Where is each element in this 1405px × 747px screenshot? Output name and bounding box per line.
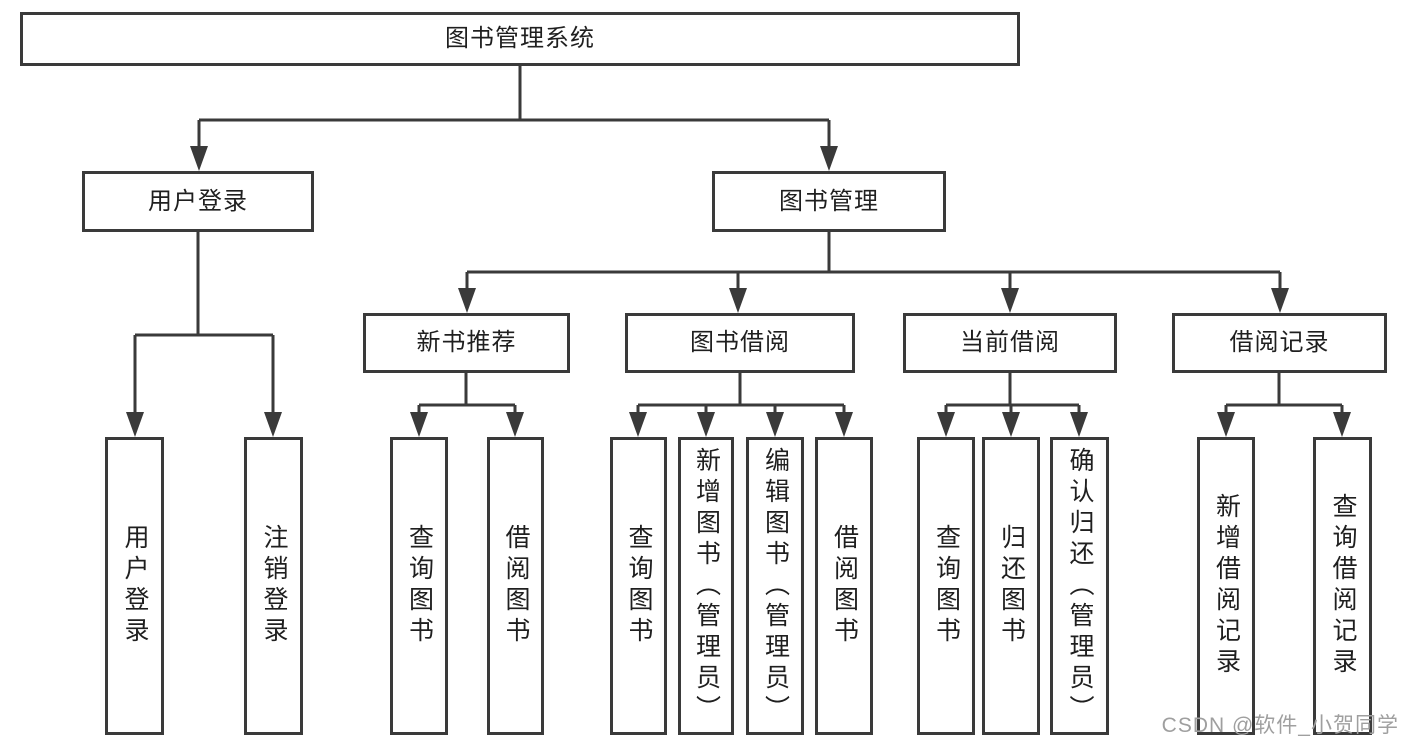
leaf-label: 借阅图书: [502, 524, 530, 648]
arrowhead-icon: [1333, 412, 1351, 437]
leaf-label: 新增借阅记录: [1212, 493, 1241, 679]
arrowhead-icon: [410, 412, 428, 437]
node-borrow-records: 借阅记录: [1172, 313, 1387, 373]
arrowhead-icon: [1217, 412, 1235, 437]
node-root: 图书管理系统: [20, 12, 1020, 66]
arrowhead-icon: [835, 412, 853, 437]
arrowhead-icon: [937, 412, 955, 437]
leaf-add-books-admin: 新增图书（管理员）: [678, 437, 734, 735]
arrowhead-icon: [820, 146, 838, 171]
node-new-book-recommend: 新书推荐: [363, 313, 570, 373]
watermark: CSDN @软件_小贺同学: [1161, 714, 1399, 737]
leaf-borrow-books-1: 借阅图书: [487, 437, 544, 735]
leaf-label: 归还图书: [997, 524, 1026, 648]
leaf-logout: 注销登录: [244, 437, 303, 735]
arrowhead-icon: [1271, 288, 1289, 313]
arrowhead-icon: [1001, 288, 1019, 313]
leaf-query-books-1: 查询图书: [390, 437, 448, 735]
leaf-label: 查询图书: [625, 524, 653, 648]
leaf-query-books-2: 查询图书: [610, 437, 667, 735]
leaf-query-books-3: 查询图书: [917, 437, 975, 735]
leaf-label: 新增图书（管理员）: [692, 446, 721, 726]
arrowhead-icon: [729, 288, 747, 313]
leaf-label: 注销登录: [260, 524, 288, 648]
node-user-login: 用户登录: [82, 171, 314, 232]
node-current-borrow: 当前借阅: [903, 313, 1117, 373]
leaf-label: 查询借阅记录: [1329, 493, 1357, 679]
leaf-user-login: 用户登录: [105, 437, 164, 735]
leaf-edit-books-admin: 编辑图书（管理员）: [746, 437, 804, 735]
leaf-label: 查询图书: [405, 524, 434, 648]
arrowhead-icon: [766, 412, 784, 437]
arrowhead-icon: [190, 146, 208, 171]
leaf-borrow-books-2: 借阅图书: [815, 437, 873, 735]
node-book-management: 图书管理: [712, 171, 946, 232]
leaf-confirm-return-admin: 确认归还（管理员）: [1050, 437, 1109, 735]
leaf-label: 用户登录: [121, 524, 149, 648]
arrowhead-icon: [458, 288, 476, 313]
arrowhead-icon: [264, 412, 282, 437]
leaf-label: 确认归还（管理员）: [1066, 446, 1094, 726]
leaf-add-borrow-record: 新增借阅记录: [1197, 437, 1255, 735]
arrowhead-icon: [506, 412, 524, 437]
node-book-borrow: 图书借阅: [625, 313, 855, 373]
leaf-label: 借阅图书: [830, 524, 859, 648]
arrowhead-icon: [1070, 412, 1088, 437]
leaf-label: 编辑图书（管理员）: [761, 446, 790, 726]
leaf-query-borrow-record: 查询借阅记录: [1313, 437, 1372, 735]
leaf-return-books: 归还图书: [982, 437, 1040, 735]
arrowhead-icon: [1002, 412, 1020, 437]
arrowhead-icon: [697, 412, 715, 437]
arrowhead-icon: [126, 412, 144, 437]
arrowhead-icon: [629, 412, 647, 437]
leaf-label: 查询图书: [932, 524, 961, 648]
